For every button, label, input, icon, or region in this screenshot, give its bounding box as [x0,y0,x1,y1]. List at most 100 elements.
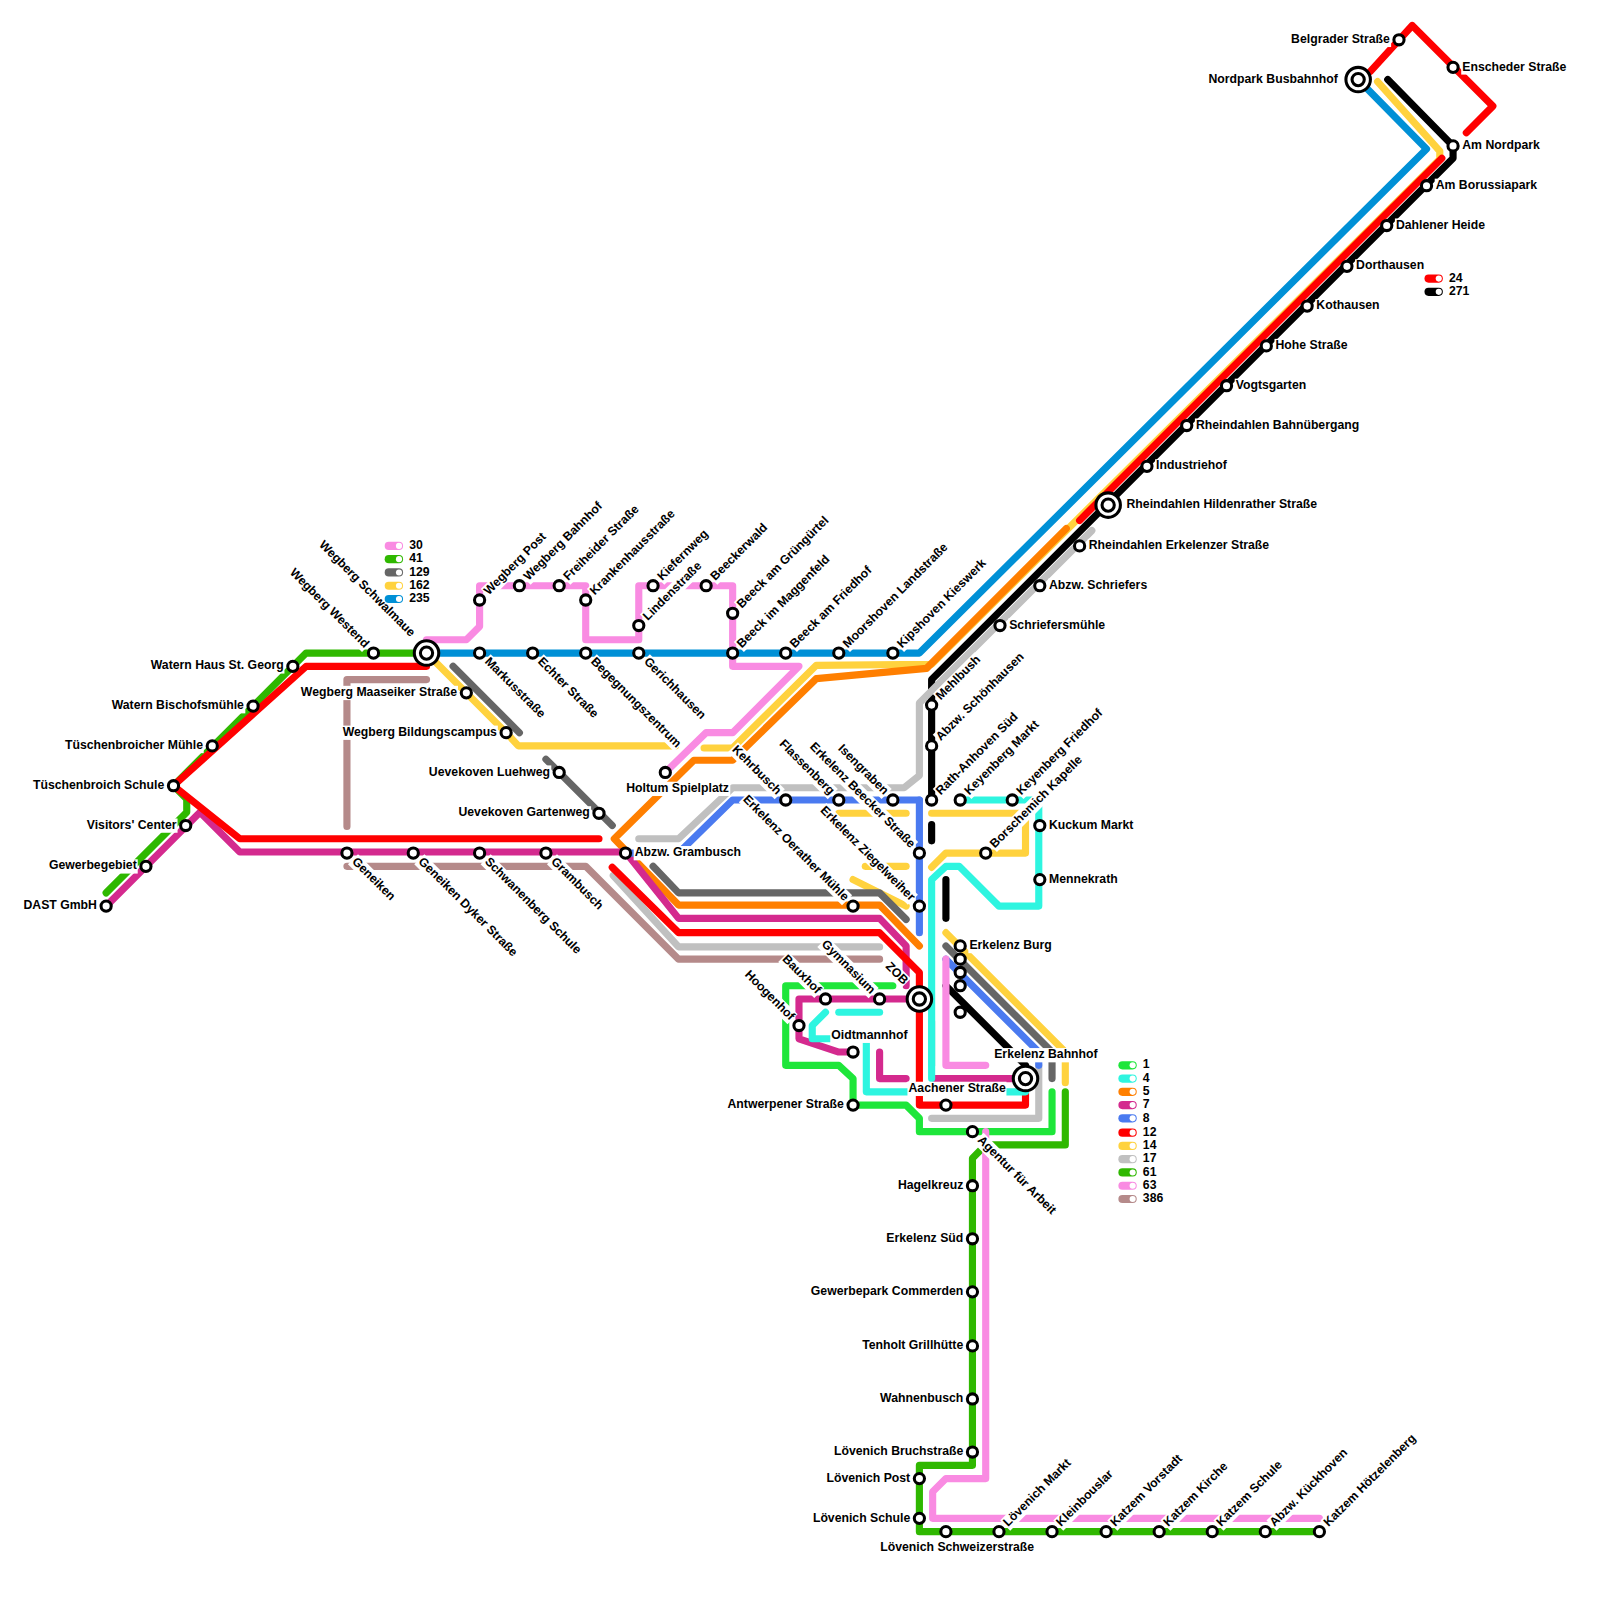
legend-swatch-dot [1130,1116,1136,1122]
station-stop [1421,181,1431,191]
station-label: Watern Bischofsmühle [111,699,245,713]
hub-station [1013,1066,1037,1090]
station-stop [408,848,418,858]
station-stop [1182,420,1192,430]
legend-text: 24 [1448,272,1464,286]
station-label: Kothausen [1315,299,1380,313]
station-stop [914,1473,924,1483]
route-line [612,867,1025,1105]
station-stop [1448,141,1458,151]
station-label: Dahlener Heide [1395,218,1486,232]
legend-text: 30 [408,539,424,553]
legend-swatch-dot [1130,1089,1136,1095]
station-stop [995,620,1005,630]
route-line [1080,158,1442,520]
route-line [942,880,949,919]
station-label: Lövenich Bruchstraße [833,1445,964,1459]
station-label: Watern Haus St. Georg [150,659,285,673]
legend-text: 386 [1142,1192,1164,1206]
route-line [427,586,799,773]
station-label: Rheindahlen Erkelenzer Straße [1088,539,1270,553]
station-stop [634,648,644,658]
station-stop [1382,220,1392,230]
station-stop [288,661,298,671]
legend-swatch-dot [1130,1062,1136,1068]
station-label: Oidtmannhof [830,1029,908,1043]
station-stop [967,1341,977,1351]
legend-swatch [1118,1195,1136,1203]
station-stop [101,901,111,911]
station-stop [955,795,965,805]
station-stop [955,941,965,951]
station-stop [554,581,564,591]
legend-text: 7 [1142,1098,1151,1112]
legend-swatch-dot [1130,1156,1136,1162]
legend-swatch [1118,1141,1136,1149]
station-label: Erkelenz Bahnhof [993,1048,1098,1062]
station-label: Lövenich Schweizerstraße [879,1541,1035,1555]
legend-swatch-dot [1130,1183,1136,1189]
route-line [614,529,1066,946]
station-stop [1047,1527,1057,1537]
station-label: Rheindahlen Bahnübergang [1195,418,1360,432]
legend-swatch-dot [1436,289,1442,295]
station-stop [781,648,791,658]
legend-swatch [1118,1182,1136,1190]
legend-text: 61 [1142,1165,1158,1179]
legend-swatch [1118,1155,1136,1163]
legend-swatch-dot [396,556,402,562]
hub-station [414,641,438,665]
legend-swatch-dot [1130,1129,1136,1135]
hub-station-ring [913,993,925,1005]
legend-text: 41 [408,552,424,566]
station-label: Tüschenbroicher Mühle [64,739,204,753]
station-label: Gewerbegebiet [48,859,138,873]
station-label: DAST GmbH [22,899,98,913]
station-stop [927,795,937,805]
legend-swatch-dot [396,569,402,575]
station-stop [1260,1527,1270,1537]
legend-swatch-dot [1130,1169,1136,1175]
hub-station-ring [1019,1072,1031,1084]
station-stop [660,767,670,777]
station-stop [528,648,538,658]
station-stop [461,688,471,698]
station-stop [620,848,630,858]
legend-swatch [385,595,403,603]
station-stop [541,848,551,858]
station-stop [1394,35,1404,45]
station-stop [834,648,844,658]
legend-swatch-dot [1130,1102,1136,1108]
route-line [347,680,427,827]
station-stop [1342,261,1352,271]
station-stop [1154,1527,1164,1537]
station-label: Dorthausen [1355,259,1425,273]
legend-swatch [1118,1061,1136,1069]
station-stop [834,795,844,805]
station-stop [927,700,937,710]
legend-swatch [385,582,403,590]
station-stop [820,994,830,1004]
legend-text: 17 [1142,1152,1158,1166]
route-line [839,1009,880,1016]
hub-station-ring [1102,499,1114,511]
legend-text: 235 [408,592,430,606]
station-stop [1035,820,1045,830]
station-stop [581,595,591,605]
station-stop [941,1100,951,1110]
station-stop [368,648,378,658]
station-label: Lövenich Post [825,1472,911,1486]
hub-station [1346,67,1370,91]
station-label: Tenholt Grillhütte [861,1339,964,1353]
station-stop [967,1181,977,1191]
station-label: Abzw. Schriefers [1048,579,1148,593]
station-stop [967,1234,977,1244]
legend-swatch [1118,1088,1136,1096]
station-stop [1035,581,1045,591]
legend-swatch-dot [1130,1142,1136,1148]
station-label: Uevekoven Gartenweg [457,806,590,820]
legend-swatch [1118,1128,1136,1136]
legend-swatch [1118,1168,1136,1176]
station-stop [1007,795,1017,805]
legend-swatch-dot [1436,276,1442,282]
